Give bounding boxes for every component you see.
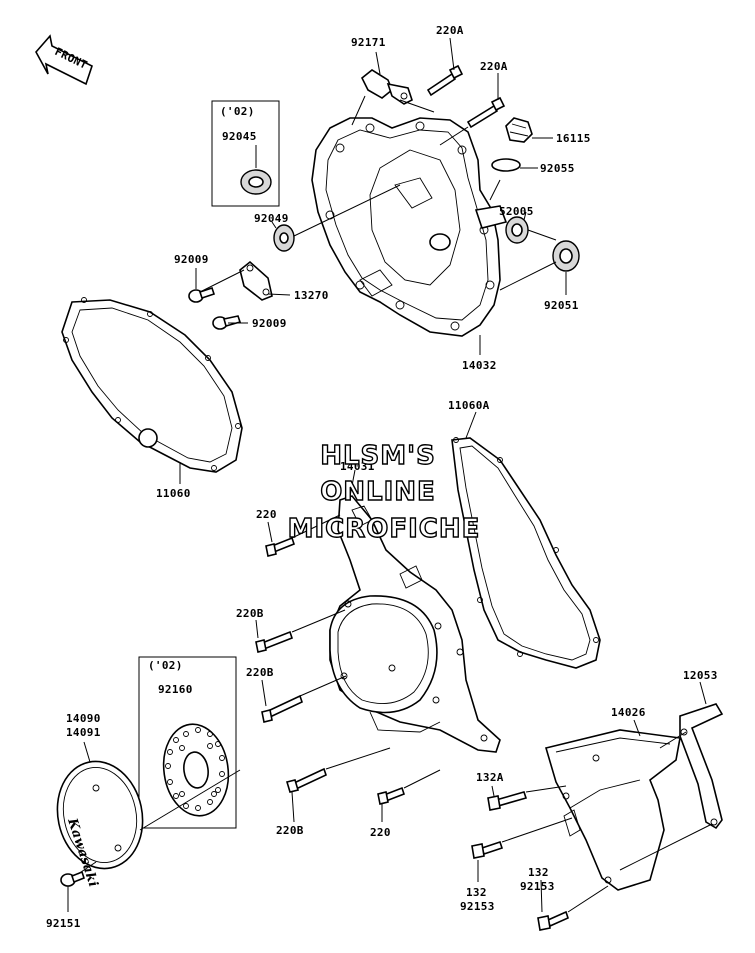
label-92160: 92160	[158, 683, 193, 696]
bearing-92045	[240, 169, 272, 195]
label-220-upper: 220	[256, 508, 277, 521]
label-02-lower: ('02)	[148, 659, 183, 672]
label-12053: 12053	[683, 669, 718, 682]
label-16115: 16115	[556, 132, 591, 145]
label-02-upper: ('02)	[220, 105, 255, 118]
seal-92051	[552, 240, 580, 272]
label-92151: 92151	[46, 917, 81, 930]
watermark-line-1: HLSM'S	[320, 441, 436, 471]
bolt-220A-lower	[466, 96, 506, 129]
label-92049: 92049	[254, 212, 289, 225]
label-92055: 92055	[540, 162, 575, 175]
label-14031: 14031	[340, 460, 375, 473]
plate-13270	[239, 260, 273, 301]
bolt-132-lower	[537, 910, 569, 931]
gasket-11060A	[451, 437, 601, 669]
leader-lines	[67, 37, 713, 913]
plate-92160	[162, 723, 230, 817]
screw-92151	[60, 870, 85, 887]
label-52005: 52005	[499, 205, 534, 218]
bolt-220-upper	[265, 536, 295, 557]
watermark: HLSM'S ONLINE MICROFICHE	[287, 440, 481, 544]
bolt-220B-middle	[261, 694, 303, 723]
clutch-cover-14032	[311, 117, 508, 337]
bearing-52005	[505, 216, 529, 244]
label-220-lower: 220	[370, 826, 391, 839]
bolt-220B-upper	[255, 630, 293, 653]
label-14091: 14091	[66, 726, 101, 739]
label-14026: 14026	[611, 706, 646, 719]
front-arrow-icon: FRONT	[35, 34, 93, 86]
bolt-220-lower	[377, 786, 405, 805]
bolt-220A-upper	[426, 64, 464, 97]
emblem-cover-14090: Kawasaki	[56, 760, 144, 889]
label-92171: 92171	[351, 36, 386, 49]
label-132A: 132A	[476, 771, 504, 784]
label-92009-2: 92009	[252, 317, 287, 330]
bolt-132-upper	[471, 840, 504, 859]
watermark-line-3: MICROFICHE	[288, 514, 481, 544]
box-02-upper	[211, 100, 280, 207]
generator-cover-14031	[329, 495, 501, 753]
label-92153-upper: 92153	[520, 880, 555, 893]
label-220B-1: 220B	[236, 607, 264, 620]
label-92153-lower: 92153	[460, 900, 495, 913]
label-14090: 14090	[66, 712, 101, 725]
label-220A-1: 220A	[436, 24, 464, 37]
label-220B-2: 220B	[246, 666, 274, 679]
bolt-132A	[487, 791, 528, 811]
sprocket-cover-14026	[544, 729, 681, 891]
gasket-11060	[61, 297, 243, 473]
label-14032: 14032	[462, 359, 497, 372]
label-132-lower: 132	[466, 886, 487, 899]
label-220B-3: 220B	[276, 824, 304, 837]
label-13270: 13270	[294, 289, 329, 302]
label-92051: 92051	[544, 299, 579, 312]
label-92009-1: 92009	[174, 253, 209, 266]
label-92045: 92045	[222, 130, 257, 143]
clamp-92171	[360, 69, 413, 105]
part-labels: 92171 220A 220A 16115 92055 ('02) 92045 …	[46, 24, 718, 930]
box-02-lower	[138, 656, 237, 829]
watermark-line-2: ONLINE	[320, 477, 436, 507]
screw-92009-upper	[188, 286, 216, 303]
bolt-220B-lower	[285, 767, 327, 793]
cap-16115	[505, 117, 533, 143]
label-11060: 11060	[156, 487, 191, 500]
label-132-upper: 132	[528, 866, 549, 879]
bracket-12053	[679, 703, 724, 830]
label-220A-2: 220A	[480, 60, 508, 73]
label-11060A: 11060A	[448, 399, 490, 412]
o-ring-92055	[491, 158, 521, 172]
seal-92049	[273, 224, 295, 252]
